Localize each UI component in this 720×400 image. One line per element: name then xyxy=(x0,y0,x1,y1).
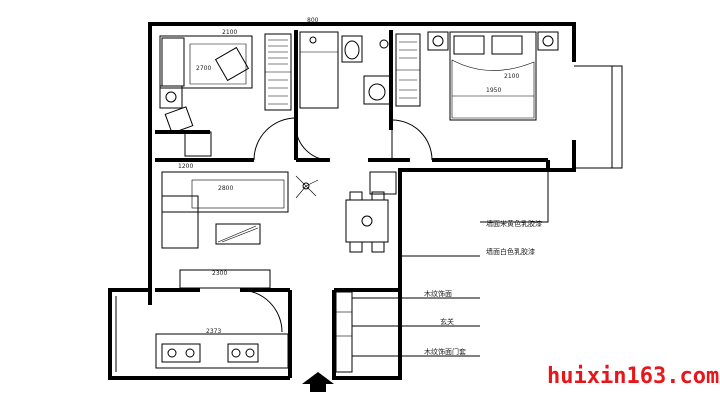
fan-plant xyxy=(295,175,319,199)
dim-study-depth: 2700 xyxy=(196,65,211,72)
bedroom2-furniture xyxy=(159,33,292,157)
dimension-labels: 800 2100 1950 2100 2700 1200 2800 2300 2… xyxy=(178,17,519,335)
dim-table-width: 2300 xyxy=(212,270,227,277)
entrance-arrow-icon xyxy=(302,372,334,392)
entry-cabinet xyxy=(335,291,353,373)
bathroom xyxy=(299,31,391,109)
annotation-door-frame: 木纹饰面门套 xyxy=(424,347,466,356)
master-bedroom-furniture xyxy=(395,31,559,121)
annotation-leaders xyxy=(352,162,549,357)
living-room-furniture xyxy=(161,171,319,289)
dim-top-corridor: 800 xyxy=(307,17,319,24)
watermark-text: huixin163.com xyxy=(547,364,720,389)
dim-bedroom2-width: 2100 xyxy=(222,29,237,36)
annotation-entry: 玄关 xyxy=(440,317,454,326)
dim-sofa-width: 2800 xyxy=(218,185,233,192)
dining-set xyxy=(345,171,397,253)
door-swings xyxy=(239,117,433,333)
dim-kitchen-width: 2373 xyxy=(206,328,221,335)
right-balcony xyxy=(574,65,623,169)
kitchen xyxy=(155,333,289,369)
dim-living-width: 1200 xyxy=(178,163,193,170)
annotation-wall-beige: 墙面米黄色乳胶漆 xyxy=(486,219,542,228)
annotation-wood-veneer: 木纹饰面 xyxy=(424,289,452,298)
dim-master-depth: 2100 xyxy=(504,73,519,80)
dim-master-width: 1950 xyxy=(486,87,501,94)
hanger-lines xyxy=(268,39,288,105)
outer-walls xyxy=(108,22,576,380)
annotation-wall-white: 墙面白色乳胶漆 xyxy=(486,247,535,256)
